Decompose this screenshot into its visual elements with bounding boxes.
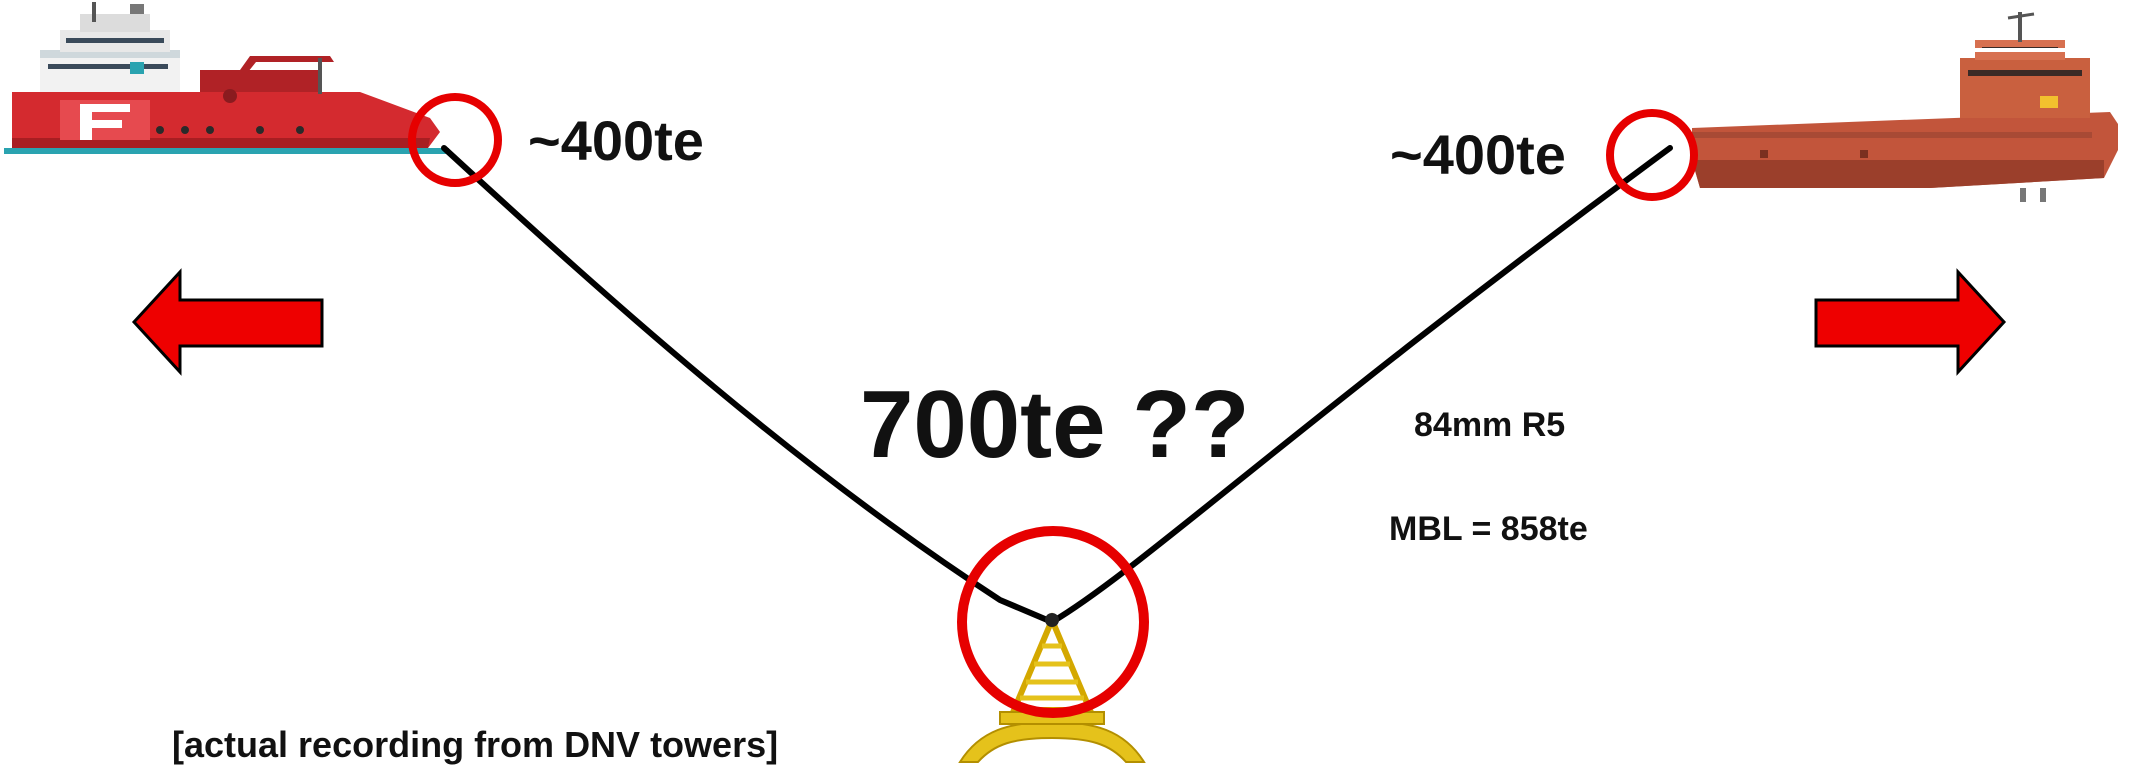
chain-spec-label: 84mm R5 xyxy=(1414,406,1566,444)
right-tension-label: ~400te xyxy=(1390,123,1566,186)
right-vessel-icon xyxy=(1692,12,2118,202)
left-tension-label: ~400te xyxy=(528,109,704,172)
left-vessel-icon xyxy=(4,2,449,154)
mbl-label: MBL = 858te xyxy=(1389,510,1588,548)
right-fairlead-circle xyxy=(1606,109,1698,201)
caption-label: [actual recording from DNV towers] xyxy=(172,724,779,765)
tower-connection-circle xyxy=(957,526,1149,718)
left-fairlead-circle xyxy=(408,93,502,187)
arrow-right-icon xyxy=(1814,268,2007,376)
arrow-left-icon xyxy=(131,268,324,376)
center-tension-question: 700te ?? xyxy=(860,371,1250,478)
